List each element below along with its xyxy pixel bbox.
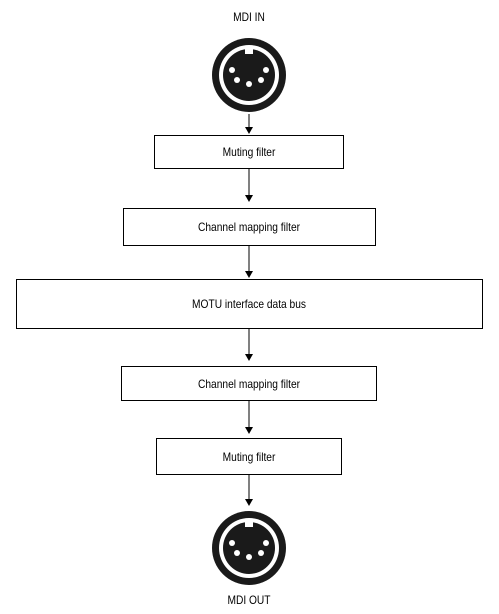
channel-mapping-filter-top-box: Channel mapping filter — [123, 208, 376, 246]
midi-din-connector-icon — [212, 38, 286, 112]
midi-in-label: MDI IN — [233, 10, 265, 24]
muting-filter-top-label: Muting filter — [222, 145, 276, 159]
muting-filter-top-box: Muting filter — [154, 135, 344, 169]
muting-filter-bottom-box: Muting filter — [156, 438, 342, 475]
channel-mapping-filter-bottom-label: Channel mapping filter — [197, 376, 301, 391]
muting-filter-bottom-label: Muting filter — [222, 449, 276, 464]
motu-data-bus-box: MOTU interface data bus — [16, 279, 483, 329]
midi-din-connector-icon — [212, 511, 286, 585]
midi-out-label: MDI OUT — [227, 593, 271, 607]
channel-mapping-filter-bottom-box: Channel mapping filter — [121, 366, 377, 401]
channel-mapping-filter-top-label: Channel mapping filter — [198, 220, 301, 234]
motu-data-bus-label: MOTU interface data bus — [192, 297, 307, 311]
